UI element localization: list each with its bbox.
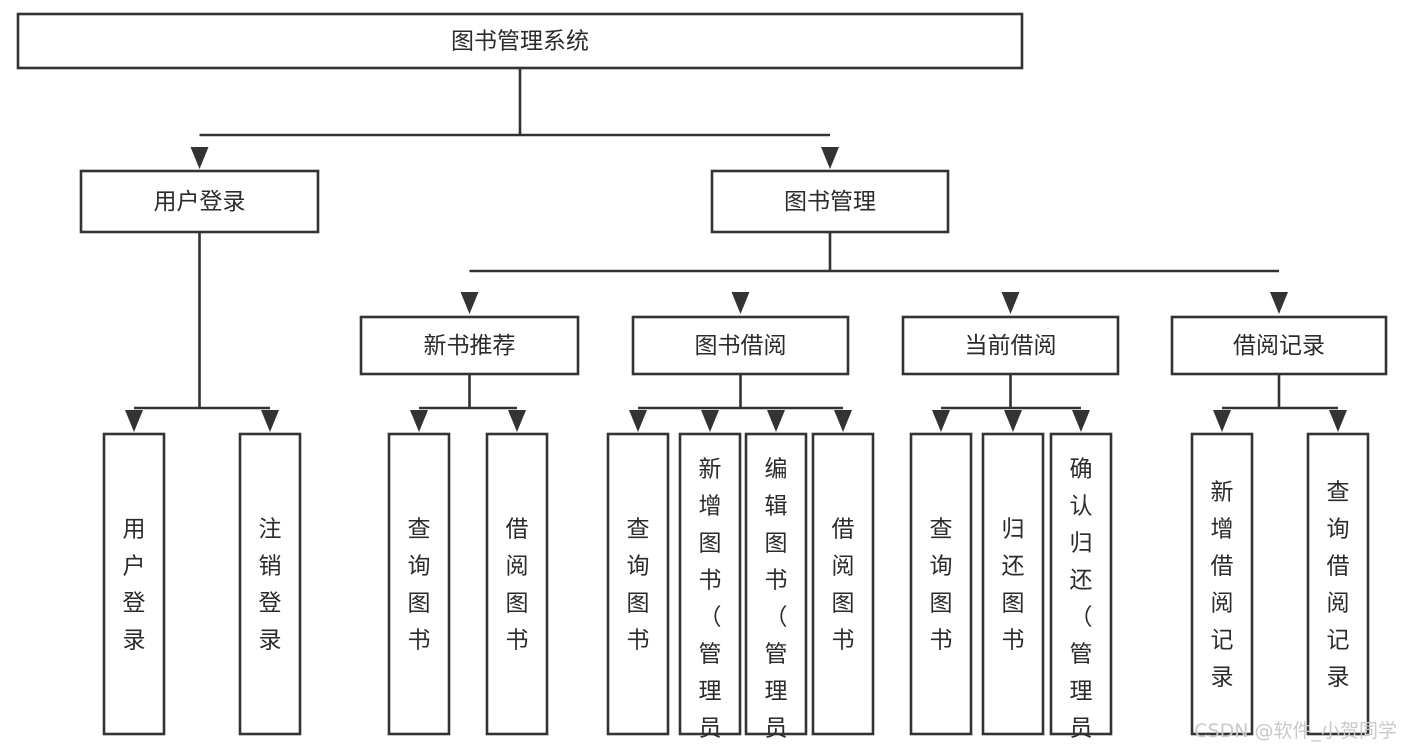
node-book-borrow: 图书借阅 [631, 315, 850, 376]
node-label-leaf-user-login: 用户登录 [123, 517, 146, 654]
node-box-leaf-query-borrow-record [1306, 432, 1370, 736]
node-label-current-borrow: 当前借阅 [965, 333, 1057, 359]
node-leaf-edit-book-admin: 编辑图书（管理员） [744, 432, 808, 747]
node-box-current-borrow [901, 315, 1120, 376]
node-leaf-query-book-3: 查询图书 [909, 432, 973, 736]
node-label-leaf-add-borrow-record: 新增借阅记录 [1211, 480, 1234, 691]
node-leaf-return-book: 归还图书 [981, 432, 1045, 736]
arrow-head-icon-root-1 [821, 147, 839, 169]
node-box-leaf-confirm-return [1049, 432, 1113, 736]
arrow-head-icon-userlogin-0 [125, 410, 143, 432]
node-box-leaf-return-book [981, 432, 1045, 736]
node-box-leaf-query-book-2 [606, 432, 670, 736]
node-box-leaf-logout [238, 432, 302, 736]
node-box-user-login [79, 169, 320, 234]
edges-layer [125, 68, 1347, 432]
arrow-head-icon-newbook-1 [508, 410, 526, 432]
node-label-leaf-query-book-1: 查询图书 [408, 517, 431, 654]
node-leaf-add-book-admin: 新增图书（管理员） [678, 432, 742, 747]
node-label-root: 图书管理系统 [451, 29, 589, 55]
node-box-new-book-recommend [359, 315, 580, 376]
node-label-leaf-logout: 注销登录 [259, 517, 282, 654]
arrow-head-icon-newbook-0 [410, 410, 428, 432]
arrow-head-icon-bookmanage-1 [731, 292, 750, 314]
node-label-leaf-borrow-book-1: 借阅图书 [506, 517, 529, 654]
arrow-head-icon-root-0 [190, 147, 209, 169]
node-label-leaf-return-book: 归还图书 [1002, 517, 1025, 654]
node-label-leaf-query-book-3: 查询图书 [930, 517, 953, 654]
node-box-book-borrow [631, 315, 850, 376]
node-label-borrow-record: 借阅记录 [1233, 333, 1325, 359]
nodes-layer: 图书管理系统用户登录图书管理新书推荐图书借阅当前借阅借阅记录用户登录注销登录查询… [16, 12, 1388, 747]
watermark-csdn: CSDN @软件_小贺同学 [1194, 720, 1397, 742]
arrow-head-icon-bookborrow-3 [834, 410, 852, 432]
arrow-head-icon-currentborrow-0 [932, 410, 950, 432]
node-box-leaf-query-book-1 [387, 432, 451, 736]
node-leaf-query-book-2: 查询图书 [606, 432, 670, 736]
node-box-borrow-record [1170, 315, 1388, 376]
node-label-book-manage: 图书管理 [784, 189, 876, 215]
arrow-head-icon-currentborrow-2 [1072, 410, 1090, 432]
node-leaf-borrow-book-2: 借阅图书 [811, 432, 875, 736]
node-label-book-borrow: 图书借阅 [695, 333, 787, 359]
node-leaf-query-borrow-record: 查询借阅记录 [1306, 432, 1370, 736]
arrow-head-icon-borrowrecord-0 [1213, 410, 1231, 432]
node-leaf-add-borrow-record: 新增借阅记录 [1190, 432, 1254, 736]
node-box-book-manage [710, 169, 950, 234]
node-box-leaf-user-login [102, 432, 166, 736]
arrow-head-icon-bookborrow-1 [701, 410, 719, 432]
node-leaf-confirm-return: 确认归还（管理员） [1049, 432, 1113, 747]
node-box-leaf-borrow-book-2 [811, 432, 875, 736]
node-current-borrow: 当前借阅 [901, 315, 1120, 376]
node-leaf-borrow-book-1: 借阅图书 [485, 432, 549, 736]
node-borrow-record: 借阅记录 [1170, 315, 1388, 376]
node-box-root [16, 12, 1024, 70]
node-label-leaf-query-borrow-record: 查询借阅记录 [1327, 480, 1350, 691]
arrow-head-icon-userlogin-1 [261, 410, 279, 432]
node-label-leaf-borrow-book-2: 借阅图书 [832, 517, 855, 654]
node-label-leaf-query-book-2: 查询图书 [627, 517, 650, 654]
node-book-manage: 图书管理 [710, 169, 950, 234]
arrow-head-icon-bookmanage-3 [1270, 292, 1288, 314]
arrow-head-icon-bookmanage-0 [460, 292, 479, 314]
node-label-leaf-add-book-admin: 新增图书（管理员） [699, 457, 722, 747]
node-label-user-login: 用户登录 [154, 189, 246, 215]
node-new-book-recommend: 新书推荐 [359, 315, 580, 376]
node-leaf-logout: 注销登录 [238, 432, 302, 736]
node-label-leaf-confirm-return: 确认归还（管理员） [1070, 457, 1093, 747]
node-root: 图书管理系统 [16, 12, 1024, 70]
node-box-leaf-query-book-3 [909, 432, 973, 736]
arrow-head-icon-bookmanage-2 [1001, 292, 1020, 314]
arrow-head-icon-bookborrow-0 [629, 410, 647, 432]
node-box-leaf-add-borrow-record [1190, 432, 1254, 736]
node-leaf-query-book-1: 查询图书 [387, 432, 451, 736]
node-box-leaf-add-book-admin [678, 432, 742, 736]
node-leaf-user-login: 用户登录 [102, 432, 166, 736]
arrow-head-icon-borrowrecord-1 [1329, 410, 1347, 432]
node-box-leaf-borrow-book-1 [485, 432, 549, 736]
node-label-leaf-edit-book-admin: 编辑图书（管理员） [765, 457, 788, 747]
arrow-head-icon-bookborrow-2 [767, 410, 785, 432]
arrow-head-icon-currentborrow-1 [1004, 410, 1022, 432]
node-user-login: 用户登录 [79, 169, 320, 234]
node-label-new-book-recommend: 新书推荐 [424, 333, 516, 359]
node-box-leaf-edit-book-admin [744, 432, 808, 736]
